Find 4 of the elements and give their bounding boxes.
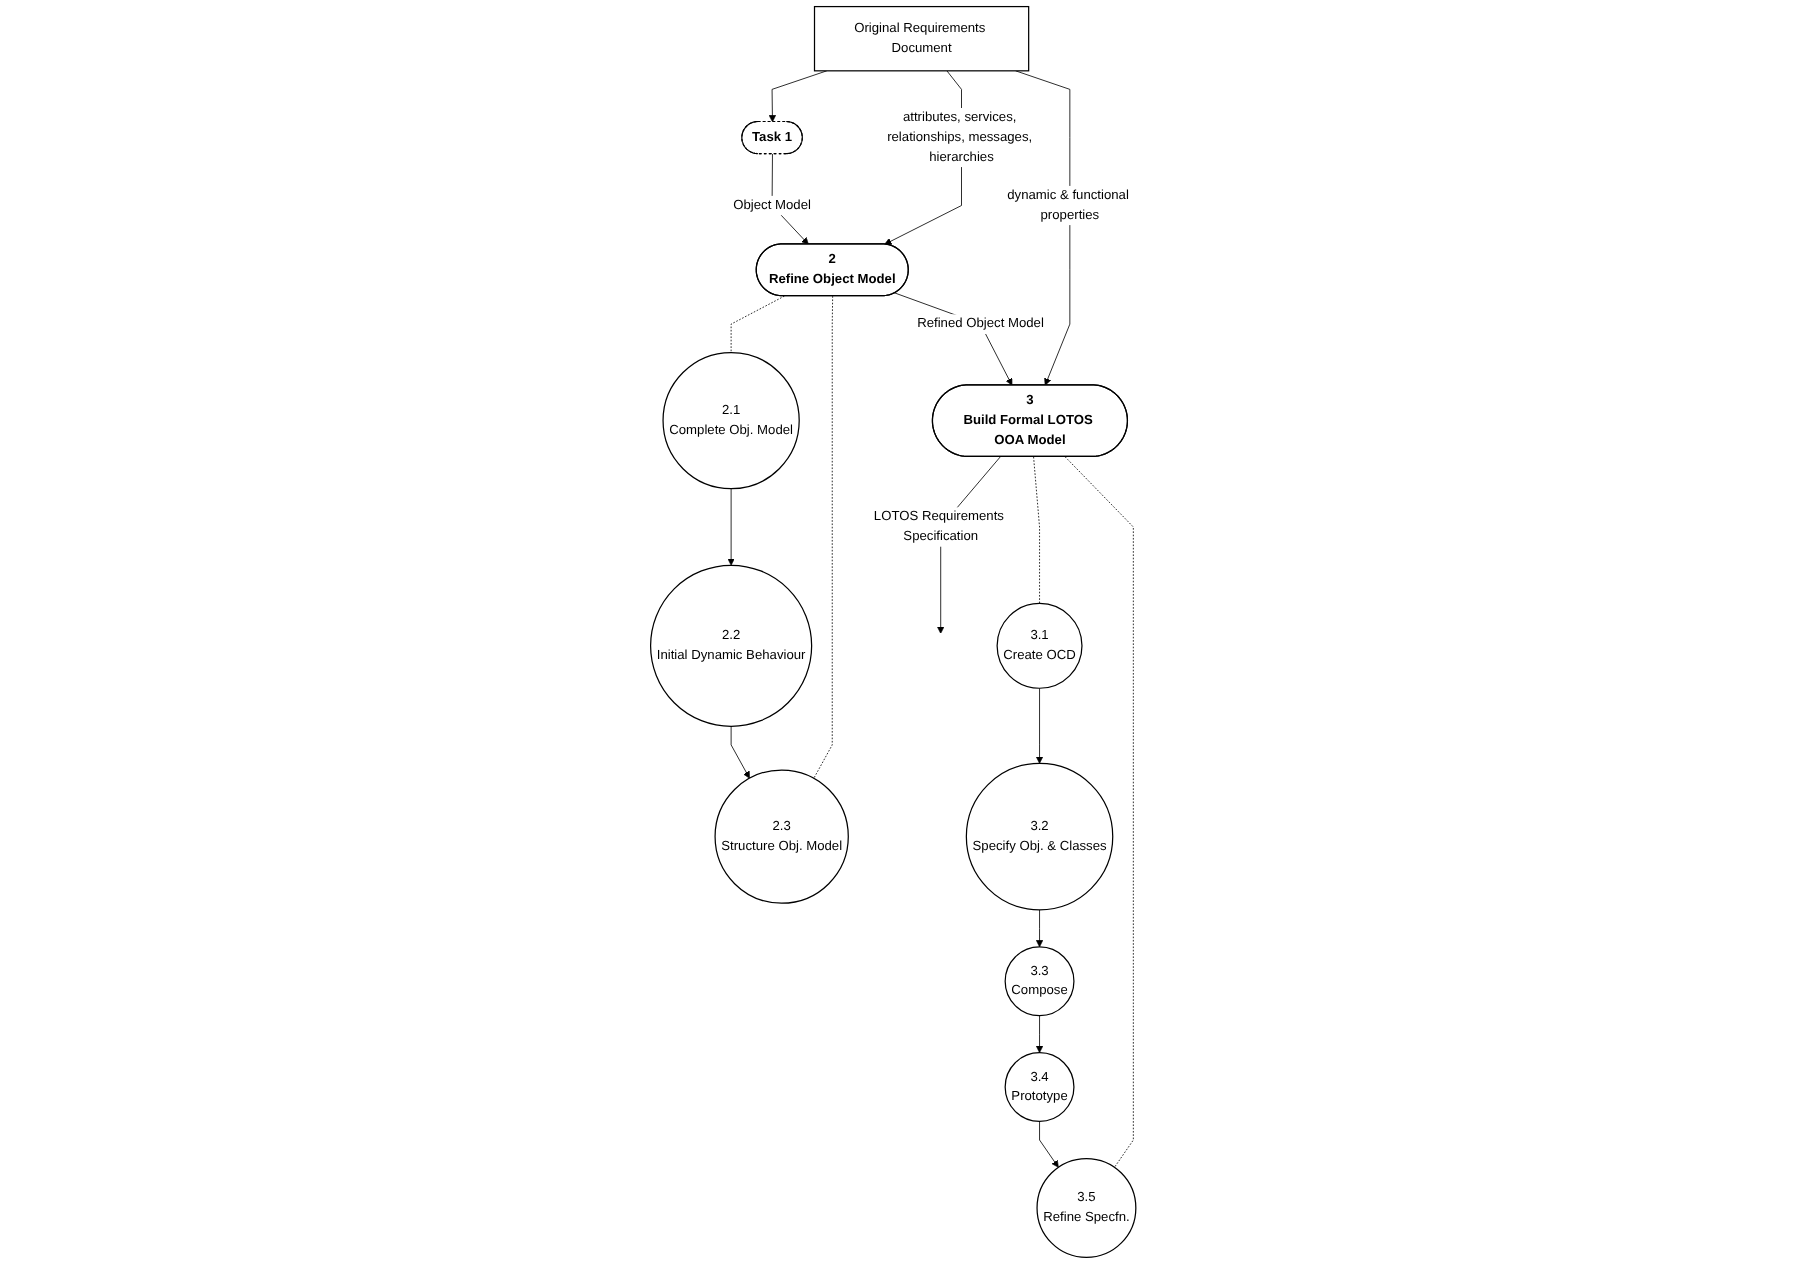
connector <box>1065 456 1135 1168</box>
connector <box>1033 456 1041 604</box>
connector <box>814 295 834 779</box>
connector <box>731 295 786 353</box>
